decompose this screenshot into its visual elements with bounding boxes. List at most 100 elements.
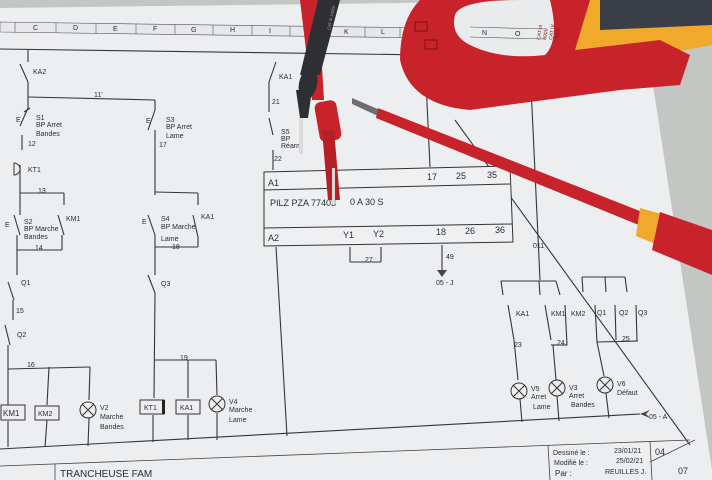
s1-label-2: BP Arret xyxy=(36,122,62,129)
ref-05-a: 05 - A xyxy=(649,414,668,421)
q3-label: Q3 xyxy=(161,281,170,288)
terminal-18: 18 xyxy=(436,227,446,237)
page-number: 04 xyxy=(655,447,665,457)
q2-contact: Q2 xyxy=(619,310,628,317)
wire-15: 15 xyxy=(16,308,24,315)
col-g: G xyxy=(191,27,196,34)
terminal-36: 36 xyxy=(495,225,505,235)
screwdriver xyxy=(352,98,712,275)
terminal-25: 25 xyxy=(456,171,466,181)
wire-11: 11' xyxy=(94,92,103,99)
clamp-icon-2 xyxy=(424,39,438,50)
q1-label: Q1 xyxy=(21,280,30,287)
s1-label: S1 xyxy=(36,115,45,122)
v4-label-2: Marche xyxy=(229,407,252,414)
lamp-v4-icon xyxy=(208,395,226,413)
drawn-date: 23/01/21 xyxy=(614,448,641,455)
col-c: C xyxy=(33,25,38,32)
wire-011: 011 xyxy=(533,243,544,250)
coil-ka1-label: KA1 xyxy=(180,405,193,412)
s3-label-3: Lame xyxy=(166,133,184,140)
q3-contact: Q3 xyxy=(638,310,647,317)
lamp-v5-icon xyxy=(510,382,528,400)
q1-contact: Q1 xyxy=(597,310,606,317)
terminal-17: 17 xyxy=(427,172,437,182)
timer-icon xyxy=(13,162,21,176)
terminal-26: 26 xyxy=(465,226,475,236)
ref-05-j: 05 - J xyxy=(436,280,454,287)
arrow-down-icon xyxy=(437,270,447,277)
s2-label-3: Bandes xyxy=(24,234,48,241)
coil-ka1 xyxy=(175,399,201,415)
v3-label-2: Arret xyxy=(569,393,584,400)
s2-label-2: BP Marche xyxy=(24,226,59,233)
v6-label: V6 xyxy=(617,381,626,388)
drawn-label: Dessiné le : xyxy=(553,450,590,457)
s5-label-2: BP xyxy=(281,136,291,143)
coil-kt1-label: KT1 xyxy=(144,405,157,412)
s4-label-2: BP Marche xyxy=(161,224,196,231)
lamp-v2-icon xyxy=(79,401,97,419)
wire-27: 27 xyxy=(365,257,373,264)
wire-24: 24 xyxy=(557,340,565,347)
terminal-y1: Y1 xyxy=(343,230,354,240)
wire-21: 21 xyxy=(272,99,280,106)
clamp-rating-2: 600V xyxy=(542,27,550,40)
e-mark-4: E xyxy=(142,219,147,226)
s5-label: S5 xyxy=(281,129,290,136)
wire-16: 16 xyxy=(27,362,35,369)
s2-label: S2 xyxy=(24,219,33,226)
s4-label-3: Lame xyxy=(161,236,179,243)
v5-label-2: Arret xyxy=(531,394,546,401)
probe-rating: CAT III 1000V xyxy=(326,5,336,31)
s5-label-3: Réarm xyxy=(281,143,302,150)
e-mark: E xyxy=(16,117,21,124)
project-title: TRANCHEUSE FAM xyxy=(60,469,152,480)
s3-label: S3 xyxy=(166,117,175,124)
v2-label-3: Bandes xyxy=(100,424,124,431)
wire-12: 12 xyxy=(28,141,36,148)
v2-label: V2 xyxy=(100,405,109,412)
wire-13: 13 xyxy=(38,188,46,195)
col-n: N xyxy=(482,30,487,37)
coil-km1-label: KM1 xyxy=(3,409,20,418)
terminal-35: 35 xyxy=(487,170,497,180)
coil-km1 xyxy=(0,404,26,421)
wire-18: 18 xyxy=(172,244,180,251)
by-label: Par : xyxy=(555,469,572,478)
col-e: E xyxy=(113,26,118,33)
page-total: 07 xyxy=(678,466,688,476)
v6-label-2: Défaut xyxy=(617,390,638,397)
clamp-meter: CAT III 600V CAT IV 300V xyxy=(400,0,712,110)
v2-label-2: Marche xyxy=(100,414,123,421)
s1-label-3: Bandes xyxy=(36,131,60,138)
clamp-rating-3: CAT IV xyxy=(548,23,557,40)
wire-49: 49 xyxy=(446,254,454,261)
col-d: D xyxy=(73,25,78,32)
e-mark-2: E xyxy=(5,222,10,229)
pilz-relay xyxy=(263,165,514,247)
terminal-a1: A1 xyxy=(268,178,279,188)
relay-model: PILZ PZA 77403 xyxy=(270,198,336,208)
ka1-contact-3: KA1 xyxy=(516,311,529,318)
wire-22: 22 xyxy=(274,156,282,163)
wire-17: 17 xyxy=(159,142,167,149)
s4-label: S4 xyxy=(161,216,170,223)
q2-label: Q2 xyxy=(17,332,26,339)
kt1-contact: KT1 xyxy=(28,167,41,174)
author: REUILLES J. xyxy=(605,469,646,476)
col-h: H xyxy=(230,27,235,34)
col-l: L xyxy=(381,29,385,36)
test-probe-black: CAT III 1000V xyxy=(296,0,340,154)
km1-contact-2: KM1 xyxy=(551,311,566,318)
ka2-label: KA2 xyxy=(33,69,46,76)
modified-label: Modifié le : xyxy=(554,460,588,467)
col-f: F xyxy=(153,26,157,33)
clamp-icon-1 xyxy=(414,21,428,32)
modified-date: 25/02/21 xyxy=(616,458,643,465)
wire-23: 23 xyxy=(514,342,522,349)
e-mark-3: E xyxy=(146,118,151,125)
title-block xyxy=(0,439,696,480)
wire-25: 25 xyxy=(622,336,630,343)
